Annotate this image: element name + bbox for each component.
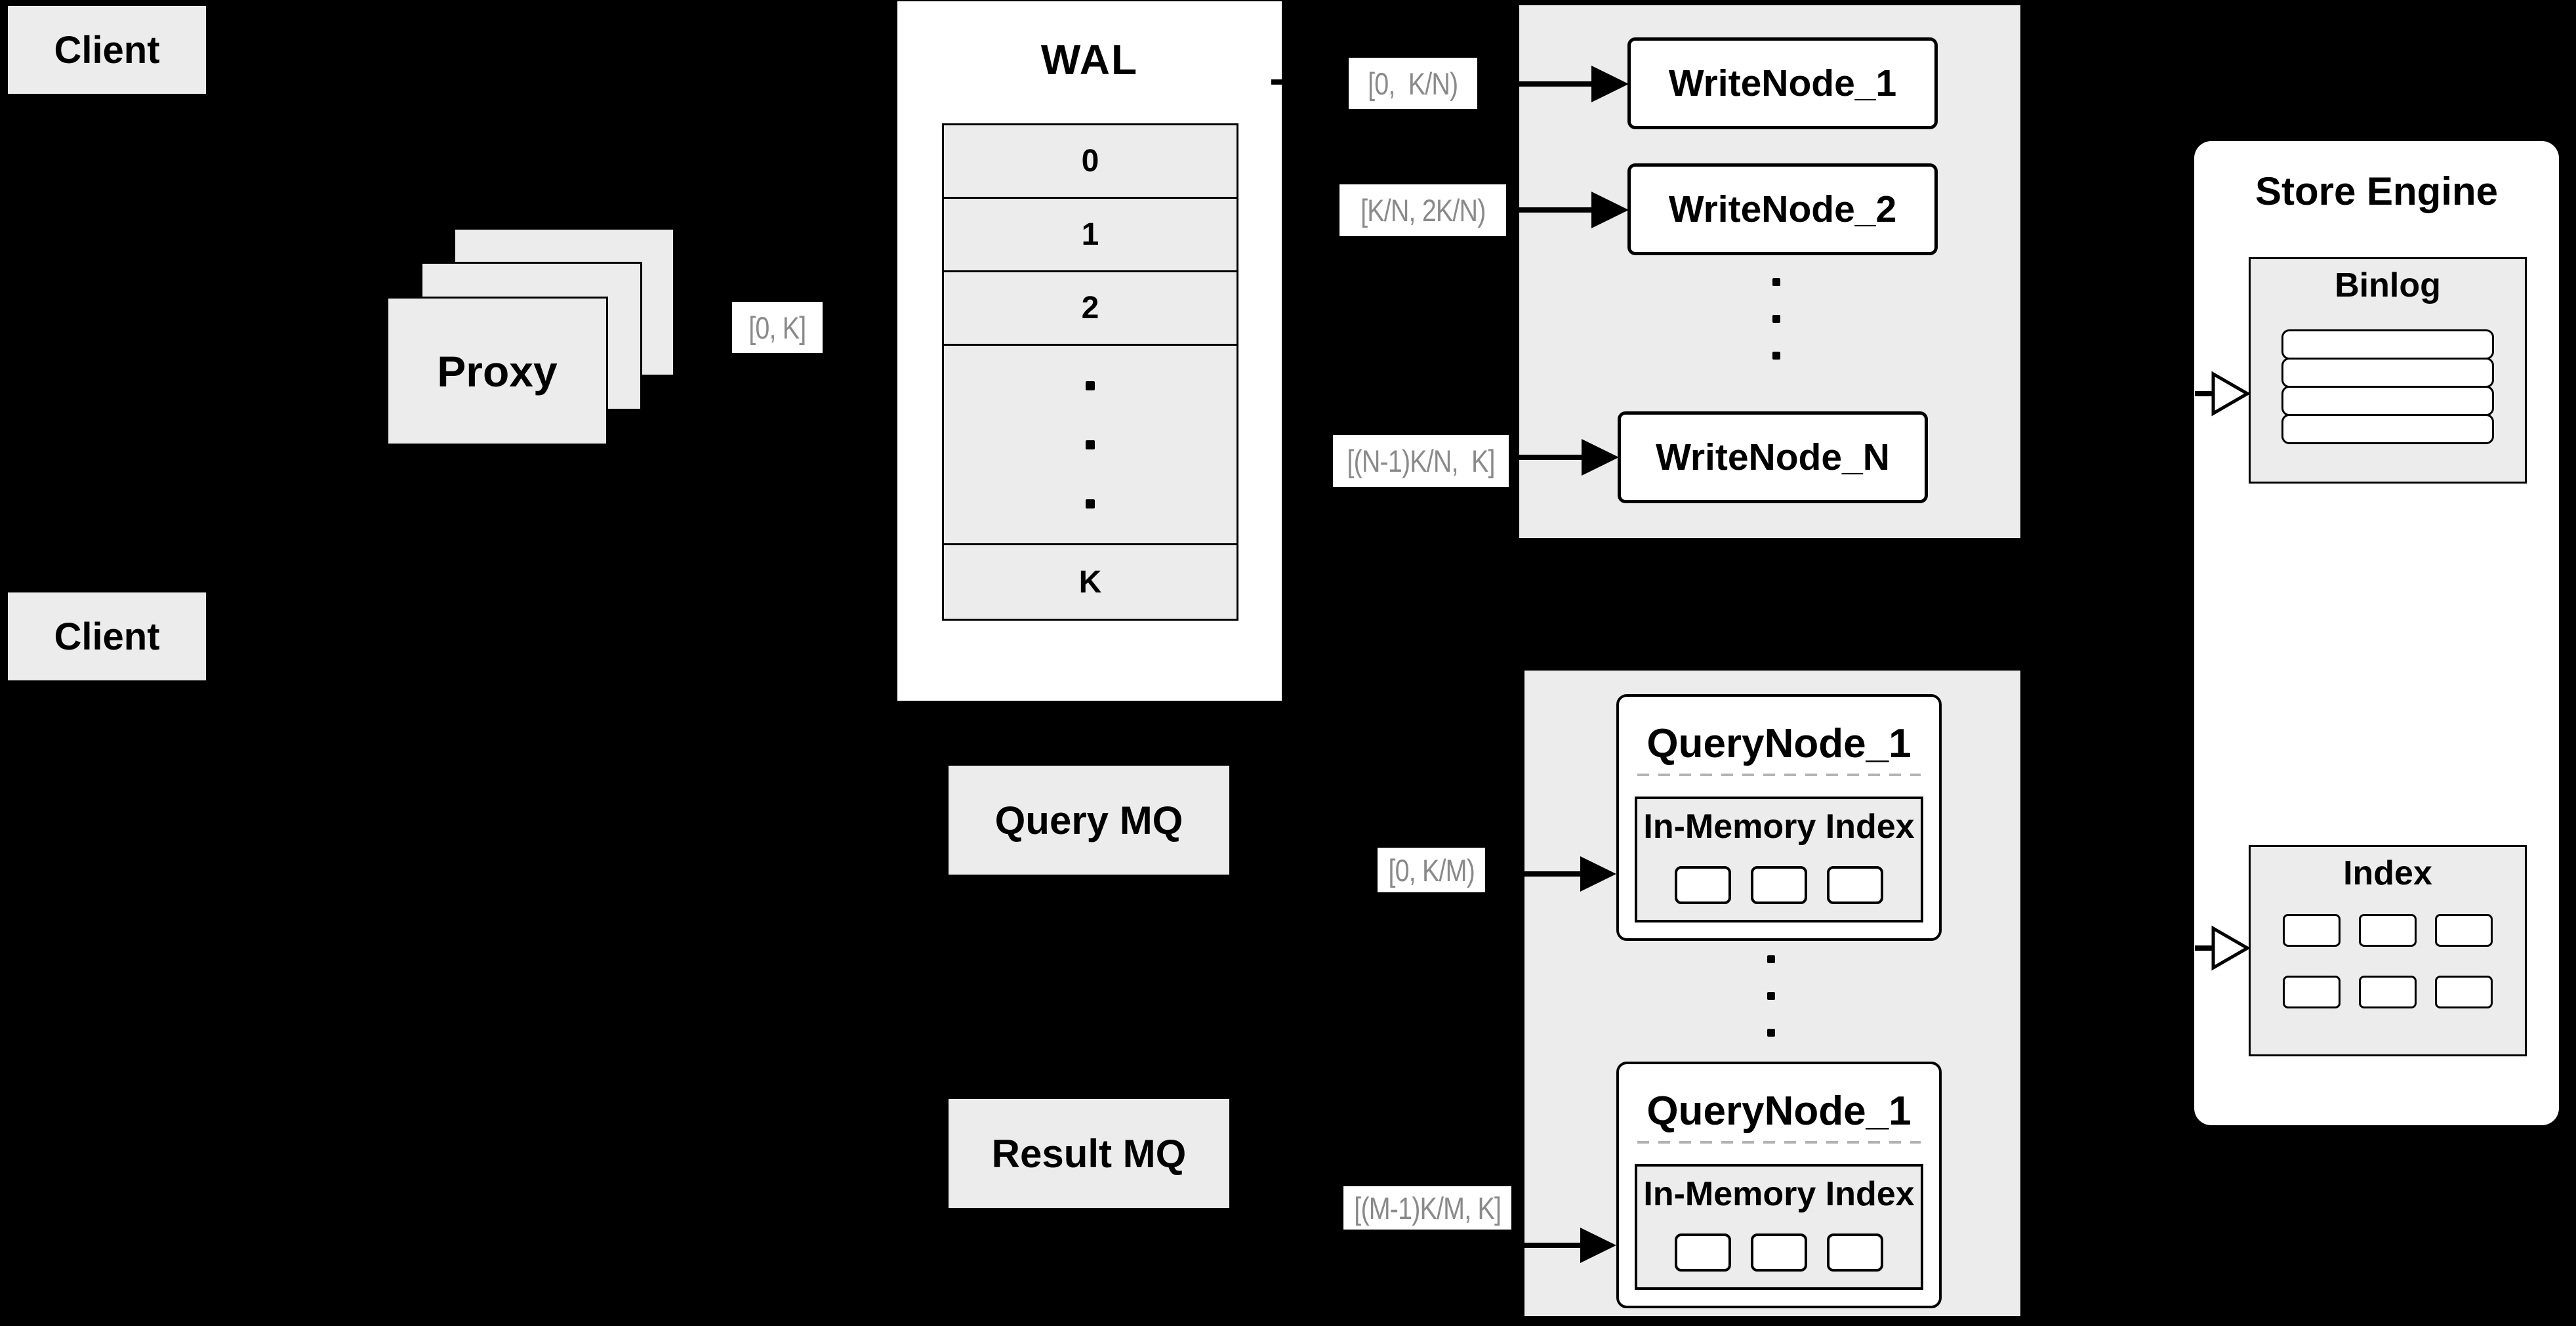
store-engine-panel: Store Engine Binlog Index (2194, 141, 2559, 1125)
index-cells-row-1 (2251, 914, 2525, 947)
dashed-divider (1637, 774, 1921, 776)
wal-row-1: 1 (944, 199, 1237, 272)
segment-cell (1751, 1233, 1807, 1272)
segment-cell (1675, 1233, 1731, 1272)
range-label-query-m-text: [(M-1)K/M, K] (1354, 1190, 1502, 1226)
in-memory-index-box-1: In-Memory Index (1635, 797, 1923, 922)
binlog-row (2281, 414, 2494, 444)
range-label-query-1: [0, K/M) (1378, 848, 1485, 892)
query-node-2-title: QueryNode_1 (1646, 1088, 1912, 1134)
dot-icon (1086, 381, 1095, 390)
query-node-panel: QueryNode_1 In-Memory Index QueryNode_1 … (1524, 671, 2020, 1316)
dashed-divider (1637, 1141, 1921, 1144)
client-box-bottom: Client (6, 590, 208, 682)
index-cell (2283, 914, 2341, 947)
index-cell (2359, 914, 2417, 947)
dot-icon (1086, 499, 1095, 508)
range-label-write-2-text: [K/N, 2K/N) (1360, 193, 1486, 228)
client-bottom-label: Client (54, 615, 160, 658)
query-node-2: QueryNode_1 In-Memory Index (1616, 1062, 1942, 1308)
binlog-box: Binlog (2249, 257, 2527, 484)
client-top-label: Client (54, 28, 160, 72)
query-mq-label: Query MQ (994, 798, 1183, 842)
write-node-1: WriteNode_1 (1627, 37, 1938, 129)
segment-cell (1675, 866, 1731, 904)
wal-vertical-ellipsis-icon (944, 346, 1237, 545)
binlog-row (2281, 386, 2494, 416)
dot-icon (1772, 315, 1780, 323)
query-node-1-title: QueryNode_1 (1646, 721, 1912, 766)
client-box-top: Client (6, 4, 208, 96)
write-node-panel: WriteNode_1 WriteNode_2 WriteNode_N (1519, 5, 2020, 538)
dot-icon (1086, 440, 1095, 449)
index-cell (2435, 976, 2493, 1008)
dot-icon (1772, 352, 1780, 360)
wal-box: WAL 0 1 2 K (897, 1, 1282, 701)
result-mq-box: Result MQ (947, 1097, 1231, 1210)
in-memory-index-2-title: In-Memory Index (1643, 1175, 1915, 1213)
index-cell (2283, 976, 2341, 1008)
range-label-write-1-text: [0, K/N) (1368, 66, 1458, 101)
segment-cell (1827, 1233, 1883, 1272)
write-node-n-label: WriteNode_N (1656, 436, 1890, 478)
proxy-card-front: Proxy (386, 297, 608, 445)
segment-cell (1751, 866, 1807, 904)
wal-row-2: 2 (944, 272, 1237, 346)
write-node-n: WriteNode_N (1618, 411, 1928, 503)
binlog-rows (2281, 329, 2494, 444)
range-label-query-1-text: [0, K/M) (1388, 852, 1475, 888)
wal-table: 0 1 2 K (942, 123, 1238, 621)
index-cell (2359, 976, 2417, 1008)
write-node-1-label: WriteNode_1 (1668, 62, 1897, 104)
memory-segments (1637, 1233, 1921, 1272)
wal-row-0-label: 0 (1081, 144, 1099, 178)
memory-segments (1637, 866, 1921, 904)
wal-title: WAL (1040, 36, 1139, 83)
wal-row-2-label: 2 (1081, 291, 1099, 325)
write-node-2: WriteNode_2 (1627, 163, 1938, 255)
dot-icon (1767, 955, 1775, 963)
binlog-row (2281, 329, 2494, 360)
binlog-row (2281, 358, 2494, 388)
query-vertical-ellipsis-icon (1767, 955, 1775, 1037)
index-cell (2435, 914, 2493, 947)
range-label-write-2: [K/N, 2K/N) (1339, 184, 1506, 236)
query-node-1: QueryNode_1 In-Memory Index (1616, 694, 1942, 941)
in-memory-index-1-title: In-Memory Index (1643, 808, 1915, 846)
dot-icon (1767, 1029, 1775, 1037)
range-label-write-n: [(N-1)K/N, K] (1333, 435, 1509, 487)
in-memory-index-box-2: In-Memory Index (1635, 1164, 1923, 1290)
segment-cell (1827, 866, 1883, 904)
index-box: Index (2249, 845, 2527, 1056)
range-label-proxy-out-text: [0, K] (748, 310, 806, 345)
result-mq-label: Result MQ (991, 1131, 1187, 1176)
query-mq-box: Query MQ (947, 764, 1231, 877)
store-engine-title: Store Engine (2255, 169, 2499, 213)
write-vertical-ellipsis-icon (1772, 278, 1780, 360)
range-label-write-1: [0, K/N) (1349, 58, 1477, 109)
dot-icon (1767, 992, 1775, 1000)
write-node-2-label: WriteNode_2 (1668, 188, 1897, 230)
wal-row-1-label: 1 (1081, 217, 1099, 252)
index-title: Index (2343, 854, 2432, 892)
binlog-title: Binlog (2335, 266, 2441, 304)
dot-icon (1772, 278, 1780, 286)
wal-row-k: K (944, 545, 1237, 619)
proxy-label: Proxy (437, 346, 558, 396)
range-label-query-m: [(M-1)K/M, K] (1343, 1186, 1511, 1230)
index-cells-row-2 (2251, 976, 2525, 1008)
wal-row-k-label: K (1078, 564, 1102, 600)
range-label-write-n-text: [(N-1)K/N, K] (1347, 444, 1495, 478)
wal-row-0: 0 (944, 125, 1237, 199)
range-label-proxy-out: [0, K] (732, 302, 823, 353)
